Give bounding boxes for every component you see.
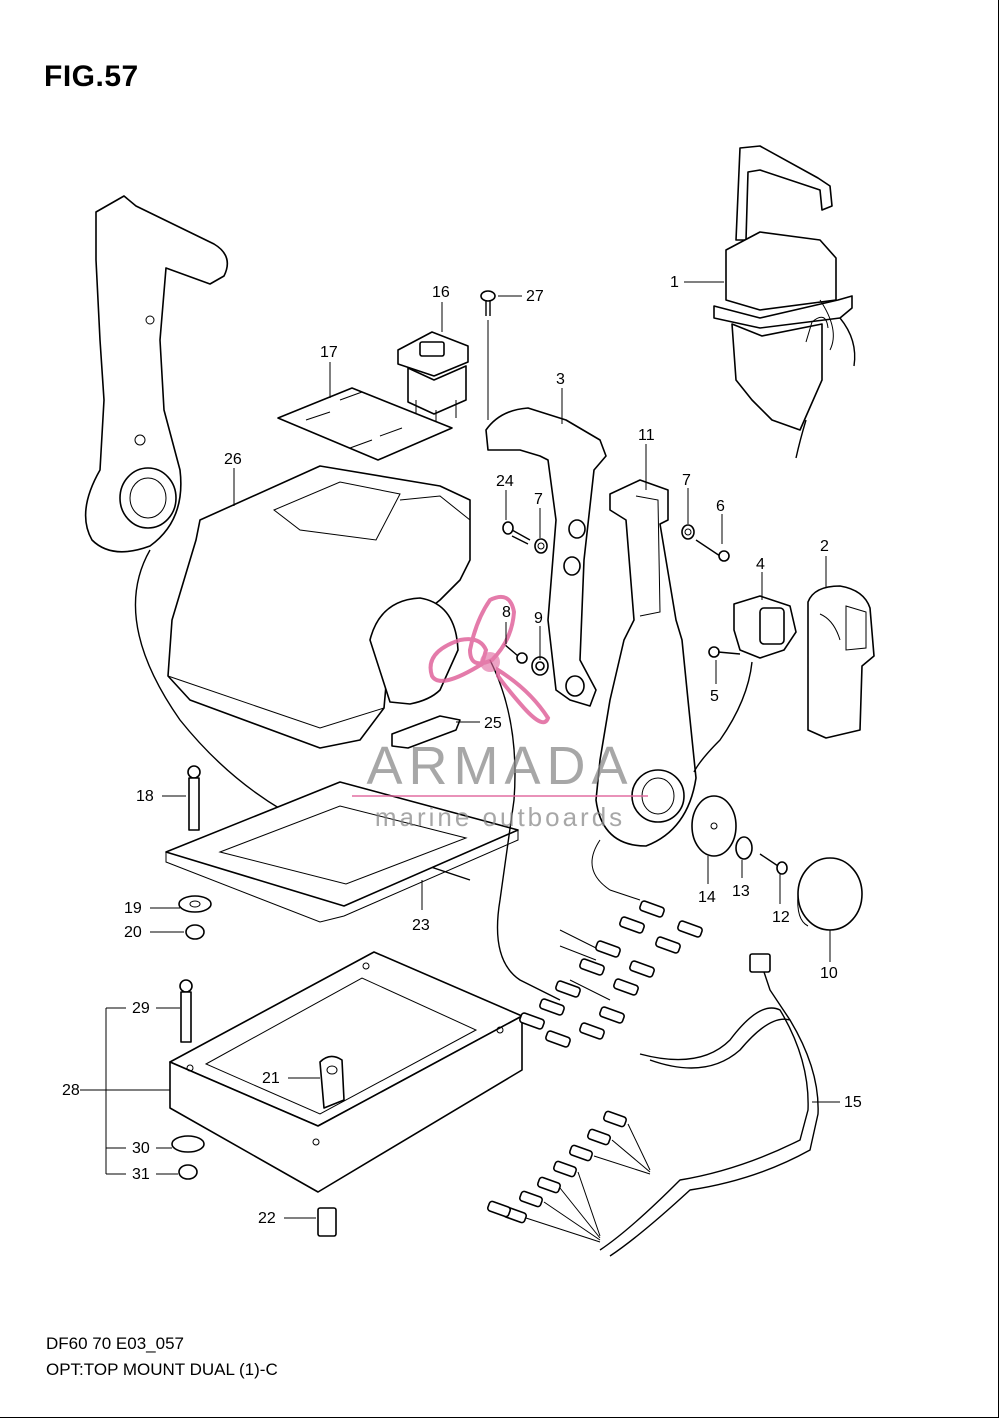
part-29-bolt[interactable] — [179, 979, 193, 1043]
callout-16[interactable]: 16 — [432, 284, 450, 301]
part-7-washer-right[interactable] — [681, 524, 695, 540]
callout-6[interactable]: 6 — [716, 498, 725, 515]
part-2-grip-cover[interactable] — [807, 585, 875, 739]
callout-30[interactable]: 30 — [132, 1140, 150, 1157]
part-19-washer[interactable] — [178, 895, 212, 913]
part-1-control-box[interactable] — [713, 145, 856, 459]
part-21-clip[interactable] — [319, 1055, 345, 1109]
part-30-washer[interactable] — [171, 1135, 205, 1153]
figure-title: FIG.57 — [44, 60, 139, 93]
callout-20[interactable]: 20 — [124, 924, 142, 941]
part-8-pin[interactable] — [503, 643, 528, 664]
left-lever[interactable] — [84, 195, 471, 881]
part-26-cover[interactable] — [167, 465, 471, 749]
callout-3[interactable]: 3 — [556, 371, 565, 388]
callout-1[interactable]: 1 — [670, 274, 679, 291]
figure-code: DF60 70 E03_057 — [46, 1334, 184, 1353]
part-5-screw[interactable] — [708, 646, 741, 658]
callout-27[interactable]: 27 — [526, 288, 544, 305]
callout-7-right[interactable]: 7 — [682, 472, 691, 489]
part-20-nut[interactable] — [185, 924, 205, 940]
part-6-screw[interactable] — [695, 539, 730, 562]
callout-21[interactable]: 21 — [262, 1070, 280, 1087]
callout-12[interactable]: 12 — [772, 909, 790, 926]
callout-28[interactable]: 28 — [62, 1082, 80, 1099]
callouts: 1 2 3 4 5 6 7 7 8 9 10 11 12 13 14 15 16 — [62, 274, 862, 1227]
part-11-lever[interactable] — [595, 479, 697, 847]
part-31-nut[interactable] — [178, 1164, 198, 1180]
watermark-brand: ARMADA — [366, 736, 633, 796]
part-22-clip[interactable] — [317, 1207, 337, 1237]
part-28-base[interactable] — [169, 951, 523, 1193]
callout-29[interactable]: 29 — [132, 1000, 150, 1017]
propeller-logo — [428, 595, 551, 725]
callout-23[interactable]: 23 — [412, 917, 430, 934]
part-14-plate[interactable] — [691, 795, 737, 857]
callout-17[interactable]: 17 — [320, 344, 338, 361]
harness-connectors-upper[interactable] — [519, 900, 703, 1048]
part-12-screw[interactable] — [759, 853, 788, 875]
callout-15[interactable]: 15 — [844, 1094, 862, 1111]
part-25-spacer[interactable] — [391, 715, 461, 749]
callout-5[interactable]: 5 — [710, 688, 719, 705]
callout-18[interactable]: 18 — [136, 788, 154, 805]
part-17-plate[interactable] — [277, 387, 453, 461]
part-7-washer-left[interactable] — [534, 538, 548, 554]
callout-14[interactable]: 14 — [698, 889, 716, 906]
watermark: ARMADA marine outboards — [352, 595, 648, 832]
part-10-cap[interactable] — [797, 857, 863, 931]
callout-10[interactable]: 10 — [820, 965, 838, 982]
part-23-gasket[interactable] — [165, 781, 519, 923]
harness-connectors-lower[interactable] — [486, 1110, 651, 1243]
callout-13[interactable]: 13 — [732, 883, 750, 900]
part-27-screw[interactable] — [480, 290, 496, 316]
part-15-harness[interactable] — [489, 659, 819, 1257]
figure-subtitle: OPT:TOP MOUNT DUAL (1)-C — [46, 1360, 278, 1379]
callout-11[interactable]: 11 — [638, 427, 655, 444]
callout-8[interactable]: 8 — [502, 604, 511, 621]
part-16-switch[interactable] — [397, 331, 469, 430]
callout-2[interactable]: 2 — [820, 538, 829, 555]
callout-31[interactable]: 31 — [132, 1166, 150, 1183]
callout-9[interactable]: 9 — [534, 610, 543, 627]
part-9-washer[interactable] — [535, 661, 545, 671]
part-4-neutral-switch[interactable] — [693, 595, 797, 773]
callout-7-left[interactable]: 7 — [534, 491, 543, 508]
callout-4[interactable]: 4 — [756, 556, 765, 573]
callout-19[interactable]: 19 — [124, 900, 142, 917]
part-18-bolt[interactable] — [187, 765, 201, 831]
part-3-lever-bracket[interactable] — [485, 407, 607, 707]
callout-24[interactable]: 24 — [496, 473, 514, 490]
callout-22[interactable]: 22 — [258, 1210, 276, 1227]
callout-25[interactable]: 25 — [484, 715, 502, 732]
part-24-bolt[interactable] — [502, 521, 531, 545]
callout-26[interactable]: 26 — [224, 451, 242, 468]
part-13-washer[interactable] — [735, 836, 753, 860]
watermark-tagline: marine outboards — [375, 802, 625, 832]
